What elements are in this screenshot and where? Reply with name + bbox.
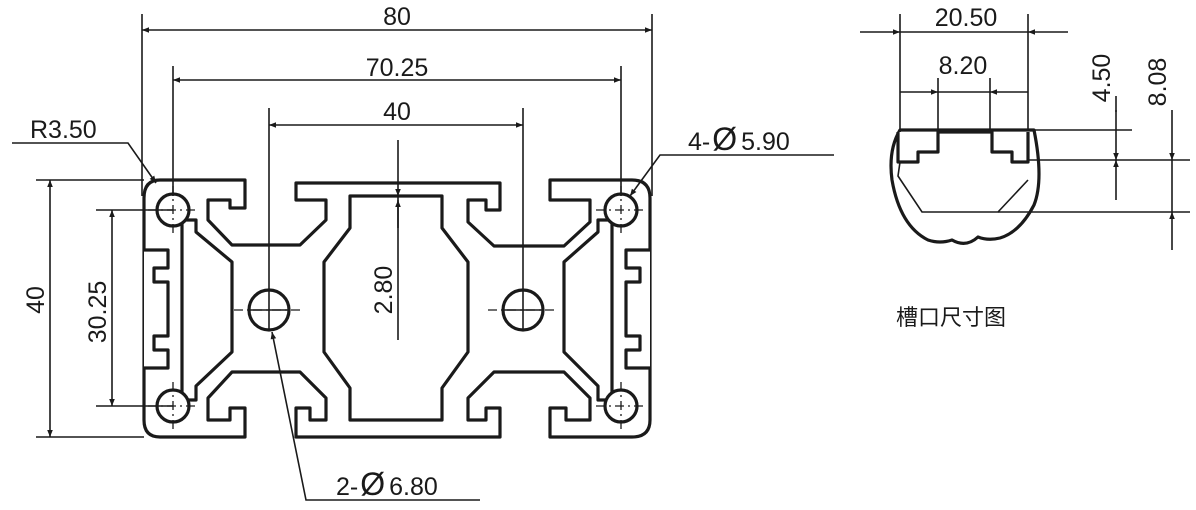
dim-hole-spacing-x: 70.25 xyxy=(366,54,429,82)
central-cavity xyxy=(322,194,470,422)
dim-corner-radius: R3.50 xyxy=(30,116,97,144)
small-holes-value: 5.90 xyxy=(741,128,790,156)
leader-lines xyxy=(12,142,834,501)
center-holes-value: 6.80 xyxy=(389,473,438,501)
left-web xyxy=(180,218,234,402)
left-side-slot xyxy=(144,248,170,370)
center-holes-prefix: 2- xyxy=(336,473,358,501)
profile-cross-section xyxy=(142,178,652,439)
slot-inner xyxy=(896,130,1030,164)
dim-slot-opening: 8.20 xyxy=(939,52,988,80)
dim-center-spacing: 40 xyxy=(383,98,411,126)
right-side-slot xyxy=(624,248,650,370)
small-holes-prefix: 4- xyxy=(688,128,710,156)
slot-outline xyxy=(889,128,1041,245)
diameter-symbol: Ø xyxy=(360,466,385,502)
dimension-lines xyxy=(47,27,652,437)
dim-slot-total-depth: 8.08 xyxy=(1144,58,1172,107)
slot-caption: 槽口尺寸图 xyxy=(896,305,1006,330)
dim-wall-thickness: 2.80 xyxy=(370,266,398,315)
right-web xyxy=(562,218,614,402)
slot-cavity xyxy=(897,161,1029,213)
dim-hole-spacing-y: 30.25 xyxy=(84,281,112,344)
dim-slot-outer: 20.50 xyxy=(935,4,998,32)
slot-detail xyxy=(860,14,1190,250)
dim-slot-lip-depth: 4.50 xyxy=(1088,54,1116,103)
dim-height-40: 40 xyxy=(22,286,50,314)
dim-width-80: 80 xyxy=(383,3,411,31)
diameter-symbol: Ø xyxy=(712,121,737,157)
